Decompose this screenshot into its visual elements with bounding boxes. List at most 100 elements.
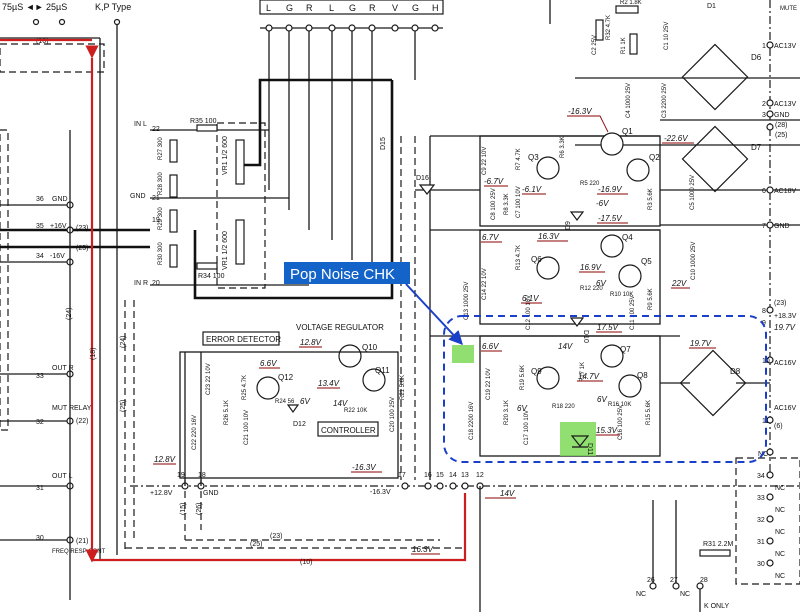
pin-31-label: OUT L	[52, 473, 73, 480]
rp1-label: AC13V	[774, 43, 797, 50]
v12-8: 12.8V	[300, 338, 322, 347]
v14c: 14V	[500, 489, 515, 498]
pin-27-num: 27	[670, 577, 678, 584]
terminal-L: L	[266, 3, 271, 13]
r35-label: R35 100	[190, 118, 217, 125]
vr1a-label: VR1 1/2 600	[222, 136, 229, 175]
r13: R13 4.7K	[516, 245, 522, 270]
q8: Q8	[637, 371, 648, 380]
voltage-labels: -16.3V -22.6V -16.9V -6.7V -6.1V -6V -17…	[153, 107, 716, 555]
pin-30-num: 30	[36, 535, 44, 542]
v17-5: 17.5V	[597, 323, 619, 332]
v-16-3b: -16.3V	[352, 463, 376, 472]
q6: Q6	[531, 255, 542, 264]
pin-36-num: 36	[36, 196, 44, 203]
bus-15: (15)	[180, 503, 187, 515]
v16-3b: 16.3V	[412, 545, 434, 554]
r16: R16 10K	[608, 402, 631, 408]
c2-label: C2 25V	[592, 35, 598, 55]
pin-33-label: OUT R	[52, 365, 74, 372]
terminal-G: G	[286, 3, 293, 13]
rp9-label: +18.3V	[774, 313, 797, 320]
switch-label: 75µS ◄► 25µS	[2, 2, 67, 12]
c8: C8 100 25V	[491, 188, 497, 220]
mute-label: MUTE	[780, 6, 797, 12]
pop-noise-label-box	[284, 262, 410, 284]
rp7-num: 7	[762, 223, 766, 230]
bottom-pins: 19 +12.8V 18 GND 17 -16.3V 16 15 14 13 1…	[130, 472, 800, 612]
left-pins: 36 GND 35 +16V 34 -16V 33 OUT R 32 MUT R…	[0, 129, 150, 600]
r22: R22 10K	[344, 408, 367, 414]
c9: C9 22 10V	[482, 147, 488, 175]
nc-num-4: 30	[757, 561, 765, 568]
pin-31-num: 31	[36, 485, 44, 492]
vr1b-label: VR1 1/2 600	[222, 231, 229, 270]
top-left-switch: 75µS ◄► 25µS K,P Type (10)	[0, 2, 131, 560]
nc-num-3: 31	[757, 539, 765, 546]
v16-3: 16.3V	[538, 232, 560, 241]
c22: C22 220 16V	[192, 415, 198, 450]
v6-6: 6.6V	[482, 342, 499, 351]
rp8-num: 8	[762, 308, 766, 315]
pin-14-num: 14	[449, 472, 457, 479]
r25: R25 4.7K	[242, 375, 248, 400]
c10: C10 1000 25V	[691, 242, 697, 280]
d6-label: D6	[751, 53, 762, 62]
pin-21: 21	[152, 195, 160, 202]
d1-label: D1	[707, 3, 716, 10]
pin-19-label: +12.8V	[150, 490, 173, 497]
q3: Q3	[528, 153, 539, 162]
rp9-num: 9	[762, 320, 766, 327]
bus-25b: (25)	[250, 541, 262, 548]
r34-label: R34 100	[198, 273, 225, 280]
nc-4: NC	[775, 573, 785, 580]
rp10-label: AC16V	[774, 360, 797, 367]
v14-7: 14.7V	[578, 372, 600, 381]
gnd-mid: GND	[130, 193, 146, 200]
d16-label: D16	[416, 175, 429, 182]
regulator-section: Q1 Q2 Q3 Q4 Q5 Q6 Q7 Q8 Q9 Q10 Q11 Q12 D…	[256, 127, 770, 480]
d12-label: D12	[293, 421, 306, 428]
r24: R24 56	[275, 399, 295, 405]
rp3-label: GND	[774, 112, 790, 119]
pin-35-num: 35	[36, 223, 44, 230]
terminal-G2: G	[349, 3, 356, 13]
nc-2: NC	[775, 529, 785, 536]
c13: C13 1000 25V	[464, 282, 470, 320]
pop-noise-annotation: D11 Pop Noise CHK	[284, 262, 767, 463]
r21: R21 5.6K	[400, 375, 406, 400]
q12: Q12	[278, 373, 294, 382]
rp8-label: (23)	[774, 300, 786, 307]
d11-label: D11	[586, 443, 593, 455]
r2-label: R2 1.8K	[620, 0, 642, 6]
q7: Q7	[620, 345, 631, 354]
terminal-R: R	[306, 3, 313, 13]
bus-24: (24)	[120, 336, 127, 348]
r26: R26 5.1K	[224, 400, 230, 425]
v-6: -6V	[596, 199, 609, 208]
c19: C19 22 10V	[486, 368, 492, 400]
rp7-label: GND	[774, 223, 790, 230]
pin-35-label: +16V	[50, 223, 67, 230]
pin-15-num: 15	[436, 472, 444, 479]
error-detector-block: ERROR DETECTOR VOLTAGE REGULATOR CONTROL…	[179, 323, 399, 486]
pin-17-num: 17	[398, 472, 406, 479]
nc-num-0: 34	[757, 473, 765, 480]
rp2-label: AC13V	[774, 101, 797, 108]
v13-4: 13.4V	[318, 379, 340, 388]
bus-22: (22)	[76, 418, 88, 425]
v16-9: 16.9V	[580, 263, 602, 272]
v-22-6: -22.6V	[664, 134, 688, 143]
rp2-num: 2	[762, 101, 766, 108]
rp1-num: 1	[762, 43, 766, 50]
nc-num-2: 32	[757, 517, 765, 524]
r9: R9 5.6K	[648, 288, 654, 310]
r10: R10 10K	[610, 292, 633, 298]
r3: R3 5.6K	[648, 188, 654, 210]
v6c: 6V	[597, 395, 607, 404]
bus-24b: (24)	[66, 308, 73, 320]
v6d: 6V	[300, 397, 310, 406]
v6-1: 6.1V	[522, 294, 539, 303]
d8-label: D8	[730, 367, 741, 376]
